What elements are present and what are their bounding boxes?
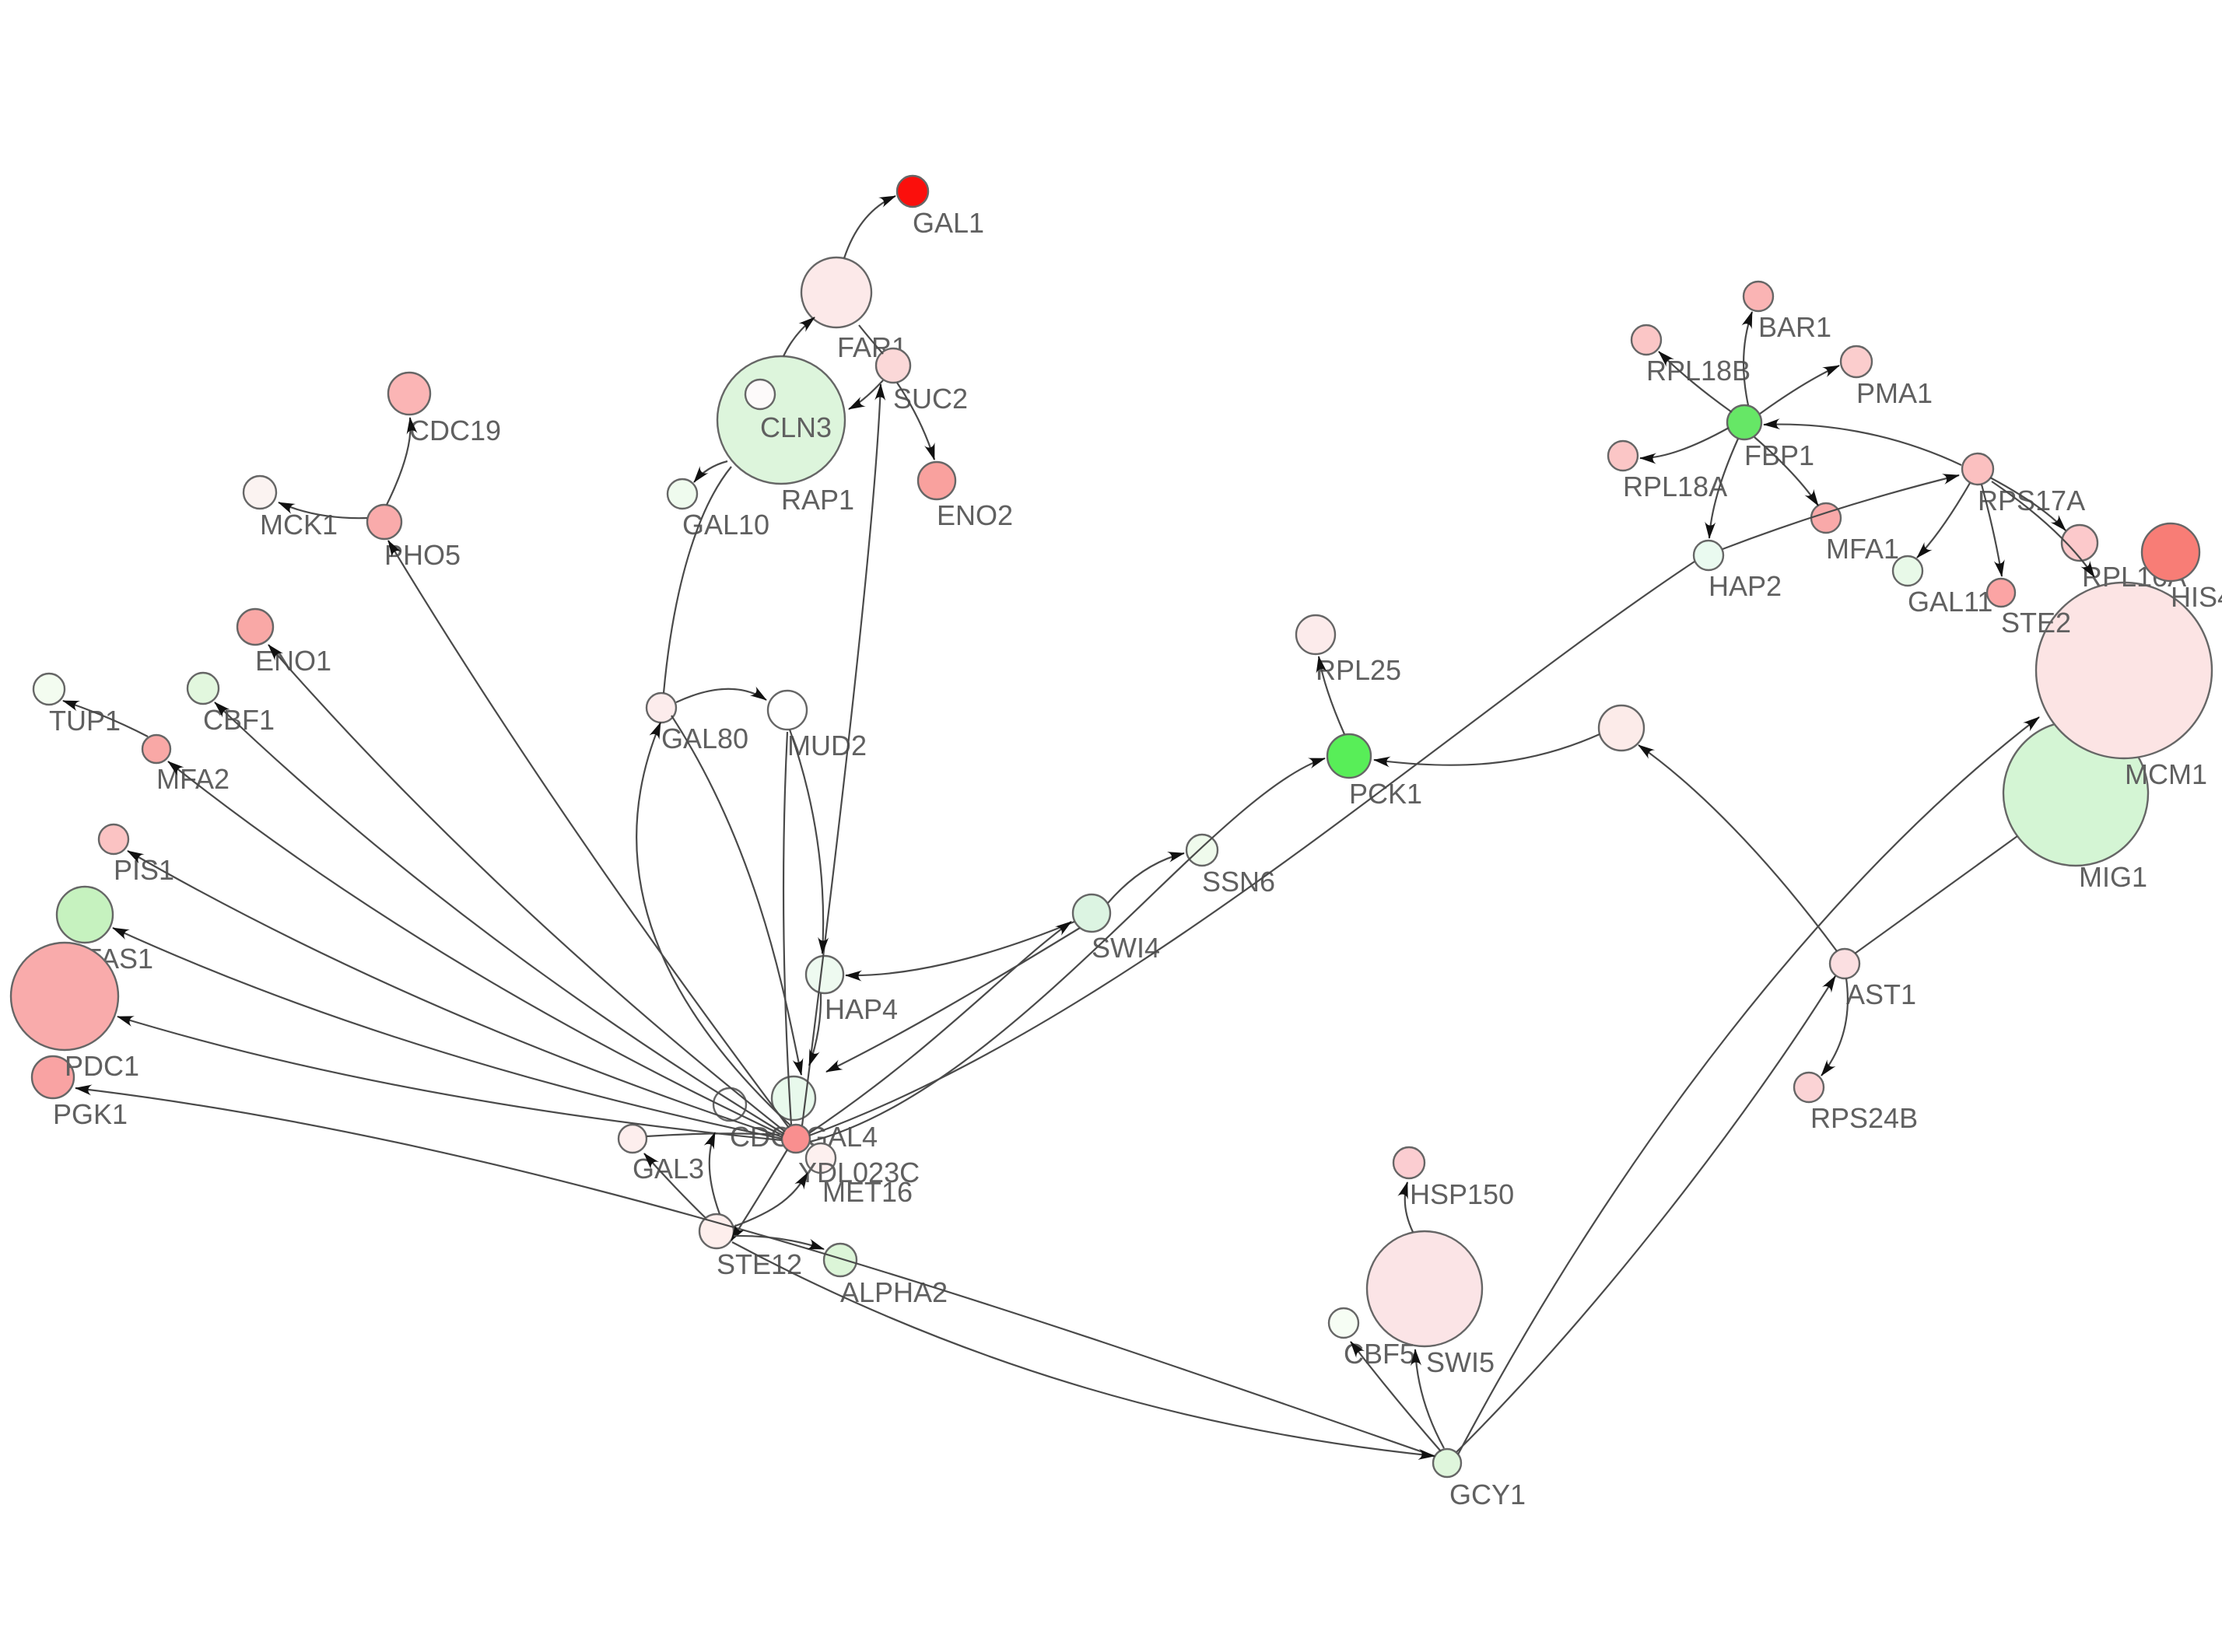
svg-text:HSP150: HSP150 — [1410, 1178, 1514, 1210]
svg-text:YDL023C: YDL023C — [798, 1157, 920, 1188]
svg-text:PMA1: PMA1 — [1856, 377, 1933, 409]
svg-text:SUC2: SUC2 — [893, 383, 968, 415]
svg-text:SWI4: SWI4 — [1092, 932, 1160, 964]
svg-text:RAP1: RAP1 — [781, 484, 854, 516]
svg-text:CBF1: CBF1 — [203, 704, 275, 736]
svg-text:PHO5: PHO5 — [384, 539, 461, 571]
svg-text:MIG1: MIG1 — [2079, 861, 2147, 893]
svg-text:RPL18B: RPL18B — [1646, 355, 1751, 387]
svg-text:SWI5: SWI5 — [1426, 1346, 1495, 1378]
svg-text:MFA2: MFA2 — [156, 763, 230, 795]
svg-text:PGK1: PGK1 — [53, 1098, 128, 1130]
svg-text:GCY1: GCY1 — [1449, 1479, 1526, 1510]
svg-text:PDC1: PDC1 — [65, 1050, 139, 1082]
svg-text:MFA1: MFA1 — [1826, 533, 1899, 565]
svg-text:PCK1: PCK1 — [1349, 778, 1422, 810]
svg-text:RPS24B: RPS24B — [1810, 1102, 1918, 1134]
svg-text:STE2: STE2 — [2001, 607, 2071, 639]
svg-text:TUP1: TUP1 — [49, 705, 121, 737]
svg-text:AST1: AST1 — [1846, 978, 1916, 1010]
svg-text:MET16: MET16 — [822, 1176, 913, 1208]
svg-text:FBP1: FBP1 — [1744, 439, 1814, 471]
svg-text:HAP4: HAP4 — [825, 993, 898, 1025]
svg-text:CDC19: CDC19 — [409, 415, 501, 446]
svg-text:GAL10: GAL10 — [682, 509, 769, 541]
svg-text:GAL11: GAL11 — [1908, 586, 1992, 618]
svg-text:MUD2: MUD2 — [787, 730, 867, 761]
svg-text:RPL25: RPL25 — [1316, 654, 1401, 686]
svg-text:GAL1: GAL1 — [913, 207, 984, 239]
svg-text:CLN3: CLN3 — [760, 411, 832, 443]
svg-text:STE12: STE12 — [717, 1248, 802, 1280]
svg-text:MCM1: MCM1 — [2125, 758, 2207, 790]
svg-text:HIS4: HIS4 — [2171, 581, 2222, 613]
svg-text:RPL18A: RPL18A — [1623, 471, 1727, 502]
svg-text:PIS1: PIS1 — [114, 854, 174, 886]
svg-text:CBF5: CBF5 — [1344, 1338, 1415, 1370]
svg-text:HAP2: HAP2 — [1709, 570, 1782, 602]
svg-text:ENO1: ENO1 — [255, 645, 331, 677]
svg-text:MCK1: MCK1 — [260, 509, 338, 541]
svg-text:BAR1: BAR1 — [1758, 311, 1831, 343]
svg-text:SSN6: SSN6 — [1202, 866, 1275, 898]
svg-text:GAL80: GAL80 — [661, 723, 748, 754]
svg-text:ENO2: ENO2 — [937, 499, 1013, 531]
